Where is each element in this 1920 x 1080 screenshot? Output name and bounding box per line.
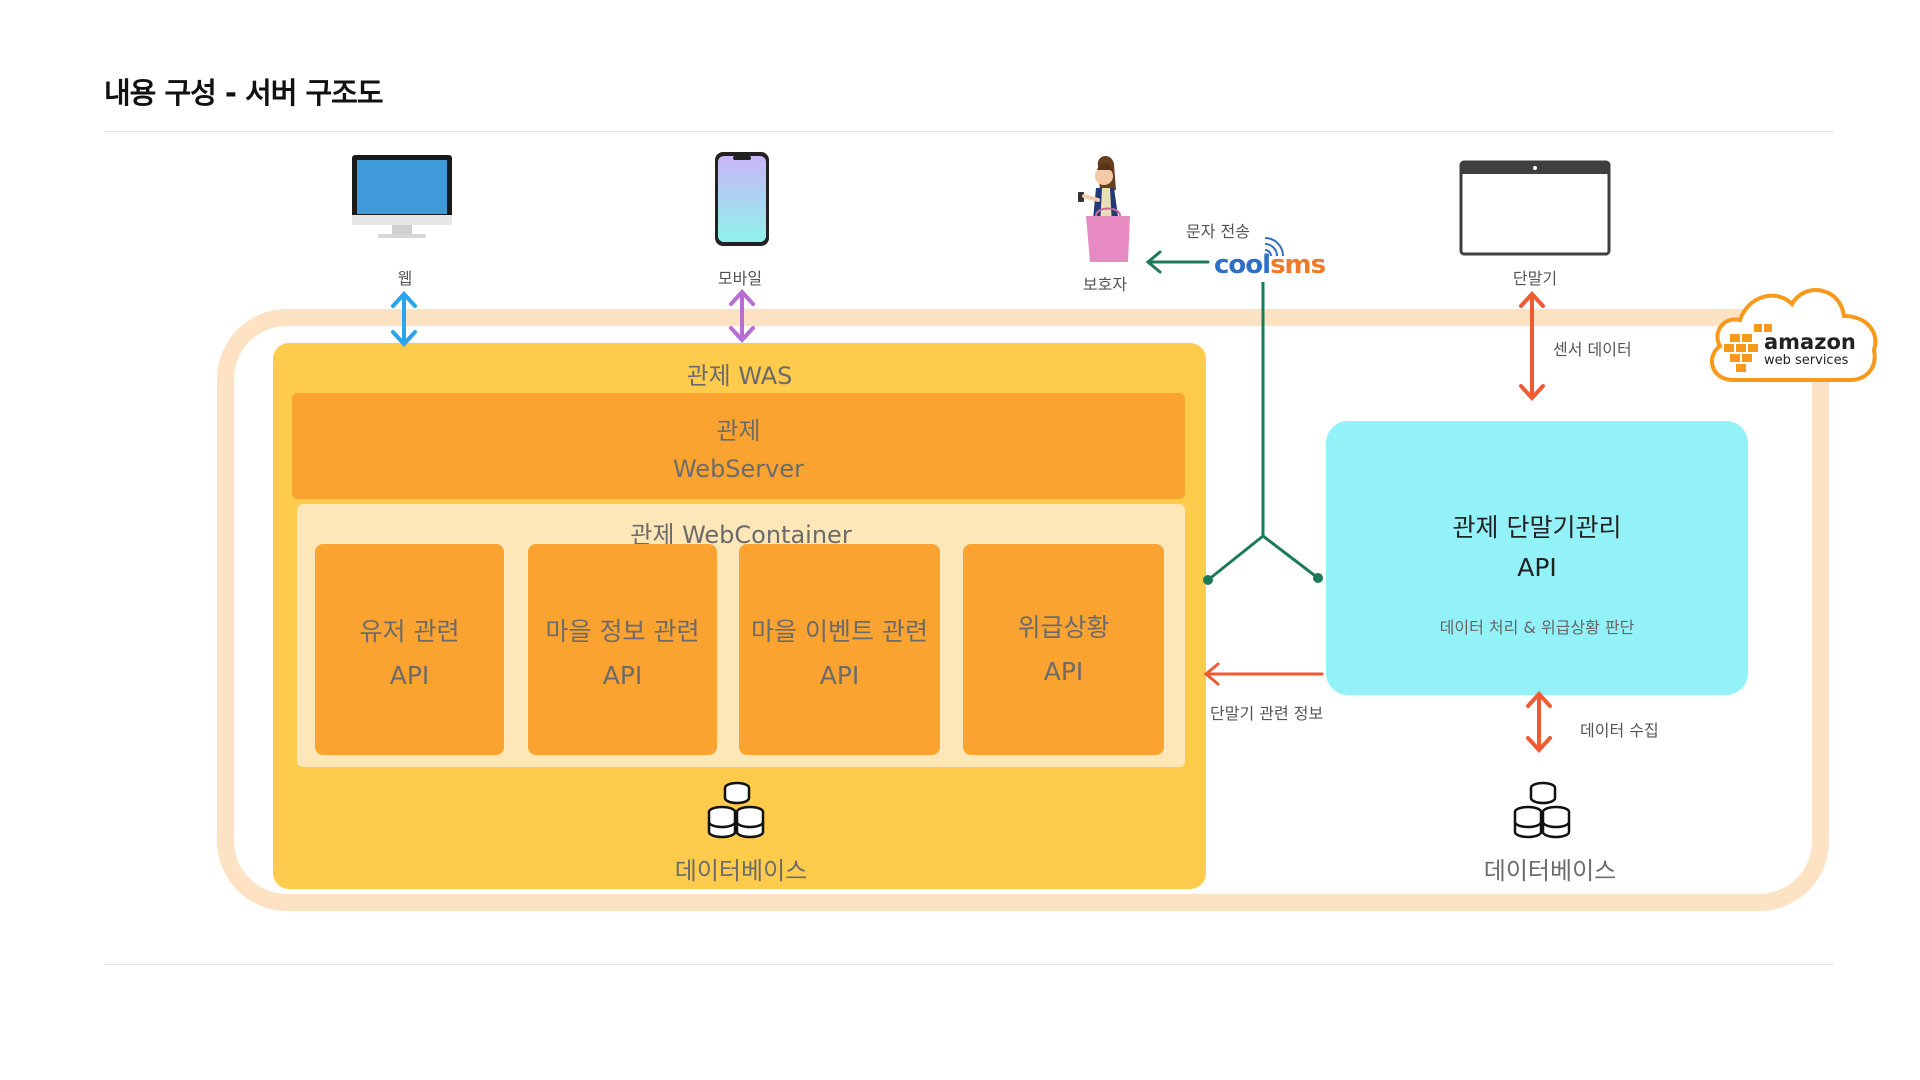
device-api-desc: 데이터 처리 & 위급상황 판단: [1439, 618, 1635, 637]
terminal-device-icon: [1459, 160, 1611, 256]
guardian-person-icon: [1078, 155, 1130, 262]
api-emergency-sub: API: [1043, 657, 1084, 686]
data-collect-arrow: [1526, 691, 1552, 753]
webserver-label-2: WebServer: [672, 455, 805, 483]
sms-send-label: 문자 전송: [1186, 222, 1250, 241]
sms-connector: [1207, 282, 1319, 582]
web-arrow: [391, 291, 417, 347]
mobile-phone-icon: [715, 152, 769, 246]
device-api-block: [1326, 421, 1748, 695]
device-info-label: 단말기 관련 정보: [1210, 704, 1324, 723]
api-village-event-sub: API: [819, 661, 860, 690]
aws-logo-subtext: web services: [1764, 353, 1849, 368]
api-emergency: 위급상황 API: [963, 544, 1164, 755]
api-user-name: 유저 관련: [359, 617, 460, 646]
api-user-sub: API: [389, 661, 430, 690]
data-collect-label: 데이터 수집: [1580, 721, 1659, 740]
right-db-label: 데이터베이스: [1483, 857, 1617, 885]
sensor-data-label: 센서 데이터: [1553, 340, 1632, 359]
guardian-label: 보호자: [1082, 275, 1128, 294]
was-database-icon: [707, 781, 765, 839]
device-label: 단말기: [1512, 269, 1558, 288]
sms-arrow: [1145, 250, 1210, 274]
coolsms-signal-icon: [1264, 237, 1284, 257]
mobile-label: 모바일: [717, 269, 763, 288]
api-emergency-name: 위급상황: [1017, 613, 1110, 642]
api-village-info-name: 마을 정보 관련: [545, 617, 700, 646]
device-api-title: 관제 단말기관리: [1452, 513, 1622, 542]
top-divider: [104, 131, 1834, 132]
coolsms-logo: coolsms: [1214, 250, 1326, 280]
api-village-event: 마을 이벤트 관련 API: [739, 544, 940, 755]
sensor-data-arrow: [1519, 291, 1545, 401]
aws-cloud-frame: [217, 309, 1829, 911]
device-info-arrow: [1203, 662, 1324, 686]
coolsms-logo-sms: sms: [1270, 250, 1326, 280]
api-village-info: 마을 정보 관련 API: [528, 544, 717, 755]
page-title: 내용 구성 - 서버 구조도: [104, 76, 384, 110]
right-database-icon: [1513, 781, 1571, 839]
sms-connector-dot-left: [1203, 575, 1213, 585]
sms-connector-dot-right: [1313, 573, 1323, 583]
was-title: 관제 WAS: [686, 362, 793, 390]
api-village-info-sub: API: [602, 661, 643, 690]
webserver-block: [292, 393, 1185, 499]
mobile-arrow: [729, 289, 755, 343]
was-db-label: 데이터베이스: [674, 857, 808, 885]
aws-logo: amazon web services: [1704, 280, 1880, 384]
desktop-monitor-icon: [352, 155, 452, 238]
device-api-sub: API: [1517, 553, 1557, 582]
web-label: 웹: [397, 269, 413, 288]
api-user: 유저 관련 API: [315, 544, 504, 755]
webserver-label-1: 관제: [716, 417, 761, 445]
aws-logo-text: amazon: [1764, 330, 1856, 354]
api-village-event-name: 마을 이벤트 관련: [751, 617, 928, 646]
bottom-divider: [104, 964, 1834, 965]
coolsms-logo-cool: cool: [1214, 250, 1271, 280]
aws-cloud-outline: [1710, 288, 1878, 382]
